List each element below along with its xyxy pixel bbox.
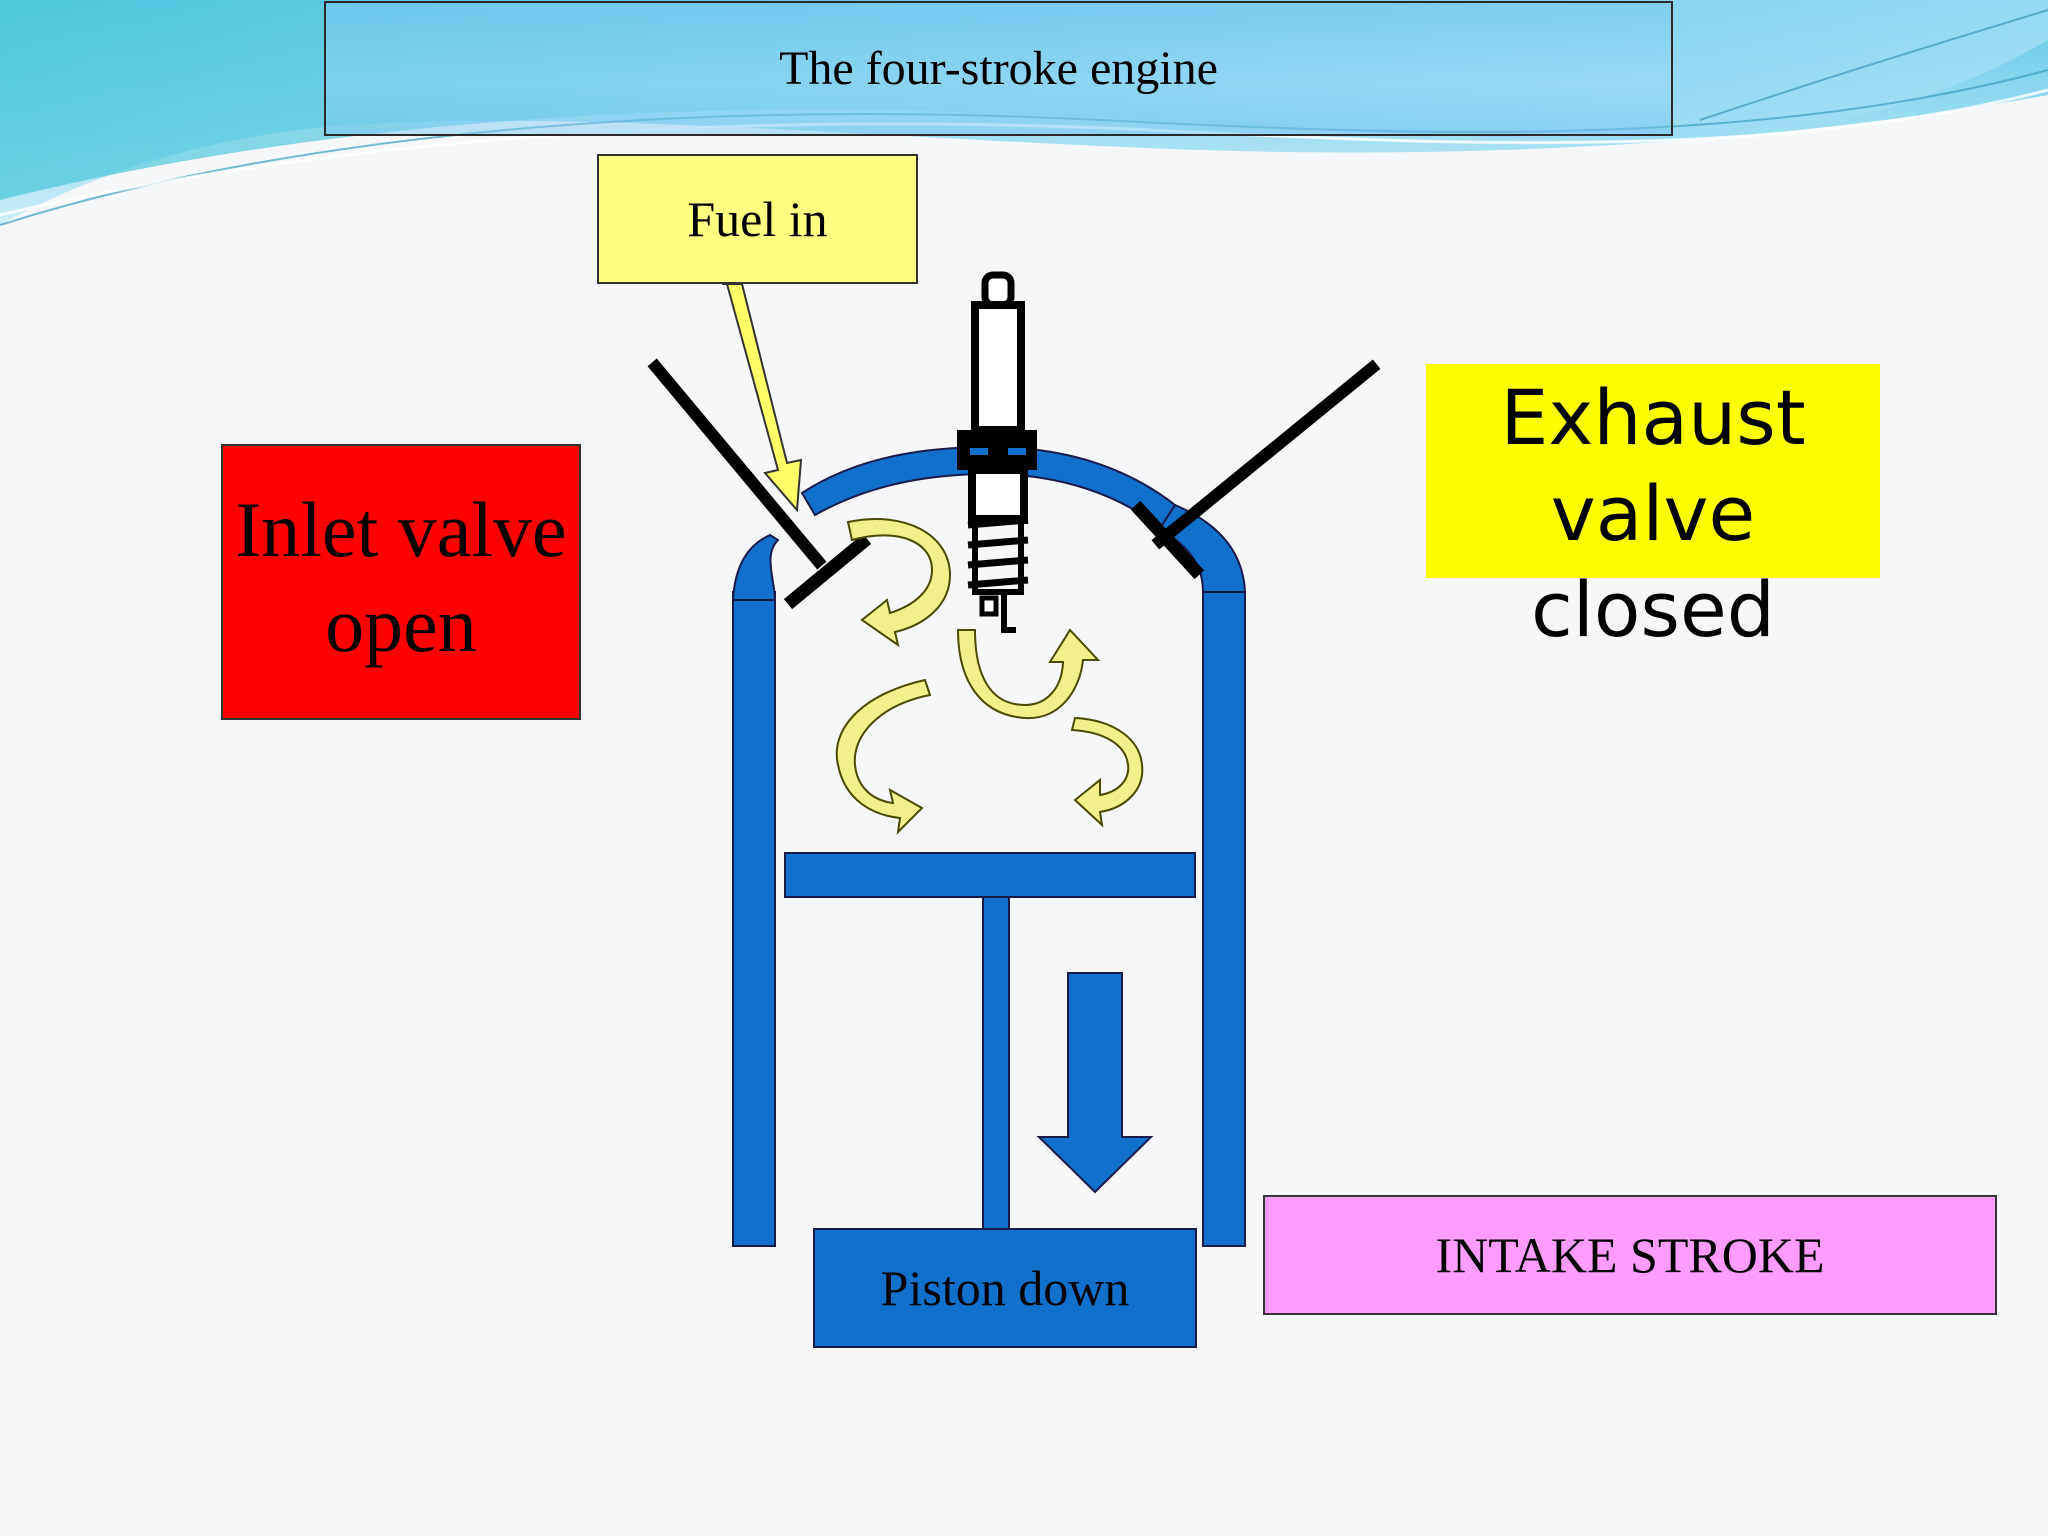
stroke-label: INTAKE STROKE	[1263, 1195, 1997, 1315]
stroke-text: INTAKE STROKE	[1435, 1227, 1825, 1283]
inlet-valve	[647, 358, 872, 610]
piston-head	[784, 852, 1196, 898]
arrow-down-icon	[1036, 972, 1154, 1194]
fuel-in-label: Fuel in	[597, 154, 918, 284]
cylinder-right-wall	[1202, 591, 1246, 1247]
swirl-arrow-1	[846, 518, 952, 648]
fuel-in-arrow	[722, 283, 803, 513]
swirl-arrow-3	[835, 678, 932, 835]
swirl-arrow-4	[1070, 716, 1144, 828]
exhaust-valve-text-line3: closed	[1531, 565, 1775, 654]
piston	[784, 852, 1196, 1230]
exhaust-valve-text-line1: Exhaust	[1500, 373, 1806, 462]
cylinder-head	[800, 445, 1177, 530]
exhaust-valve-label: Exhaust valve closed	[1426, 370, 1880, 658]
inlet-valve-text-line1: Inlet valve	[235, 485, 567, 573]
curved-arrow-icon	[835, 518, 1144, 835]
exhaust-valve-label-bg	[1426, 364, 1880, 578]
piston-rod	[982, 896, 1010, 1230]
spark-plug-icon	[957, 271, 1037, 633]
exhaust-valve-text-line2: valve	[1550, 469, 1756, 558]
slide-title-text: The four-stroke engine	[779, 42, 1218, 95]
cylinder-left-shoulder	[731, 533, 780, 601]
cylinder-left-wall	[732, 591, 776, 1247]
slide-title: The four-stroke engine	[324, 1, 1673, 136]
piston-text: Piston down	[880, 1260, 1130, 1316]
piston-label: Piston down	[813, 1228, 1197, 1348]
fuel-in-text: Fuel in	[687, 191, 828, 247]
inlet-valve-text-line2: open	[325, 581, 477, 668]
swirl-arrow-2	[956, 628, 1101, 720]
inlet-valve-label: Inlet valve open	[221, 444, 581, 720]
exhaust-valve	[1130, 359, 1381, 580]
